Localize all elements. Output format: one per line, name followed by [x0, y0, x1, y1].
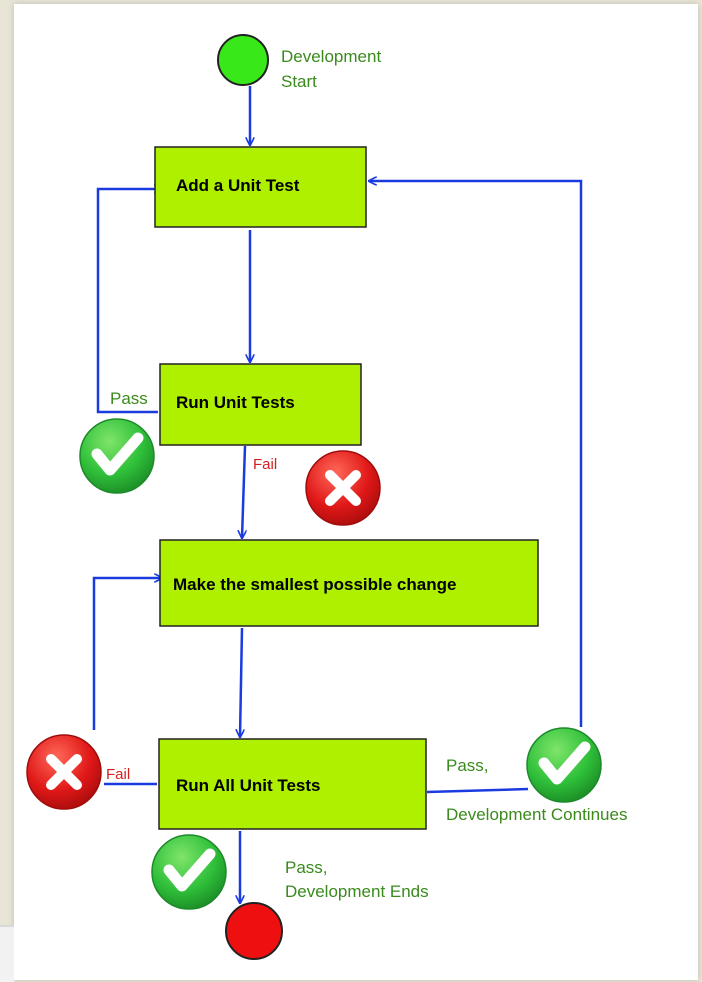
continue-label-line1: Pass,	[446, 756, 489, 775]
start-node	[217, 34, 269, 86]
check-icon	[527, 728, 601, 802]
edge-run-tests-pass-loop	[96, 189, 162, 414]
add-unit-test-box	[154, 146, 367, 228]
start-label-line2: Start	[281, 72, 317, 91]
run-tests-fail-label: Fail	[253, 456, 277, 473]
make-change-label: Make the smallest possible change	[173, 575, 456, 594]
edges	[92, 86, 583, 903]
end-label-line1: Pass,	[285, 858, 328, 877]
check-icon	[80, 419, 154, 493]
run-all-tests-label: Run All Unit Tests	[176, 776, 321, 795]
edge-change-to-run-all	[240, 627, 242, 737]
run-unit-tests-box	[159, 363, 362, 446]
continue-label-line2: Development Continues	[446, 805, 627, 824]
run-tests-pass-label: Pass	[110, 389, 148, 408]
check-icon	[152, 835, 226, 909]
edge-run-all-pass	[426, 787, 529, 794]
start-label-line1: Development	[281, 47, 381, 66]
end-node	[225, 902, 283, 960]
edge-run-tests-fail	[242, 445, 245, 538]
page-edge	[0, 925, 14, 982]
end-label-line2: Development Ends	[285, 882, 429, 901]
x-icon	[306, 451, 380, 525]
run-unit-tests-label: Run Unit Tests	[176, 393, 295, 412]
edge-continue-loop-to-add-test	[369, 181, 583, 727]
edge-fail-loop-to-change	[92, 578, 162, 730]
x-icon	[27, 735, 101, 809]
make-change-box	[159, 539, 539, 627]
run-all-fail-label: Fail	[106, 766, 130, 783]
add-unit-test-label: Add a Unit Test	[176, 176, 300, 195]
run-all-tests-box	[158, 738, 427, 830]
